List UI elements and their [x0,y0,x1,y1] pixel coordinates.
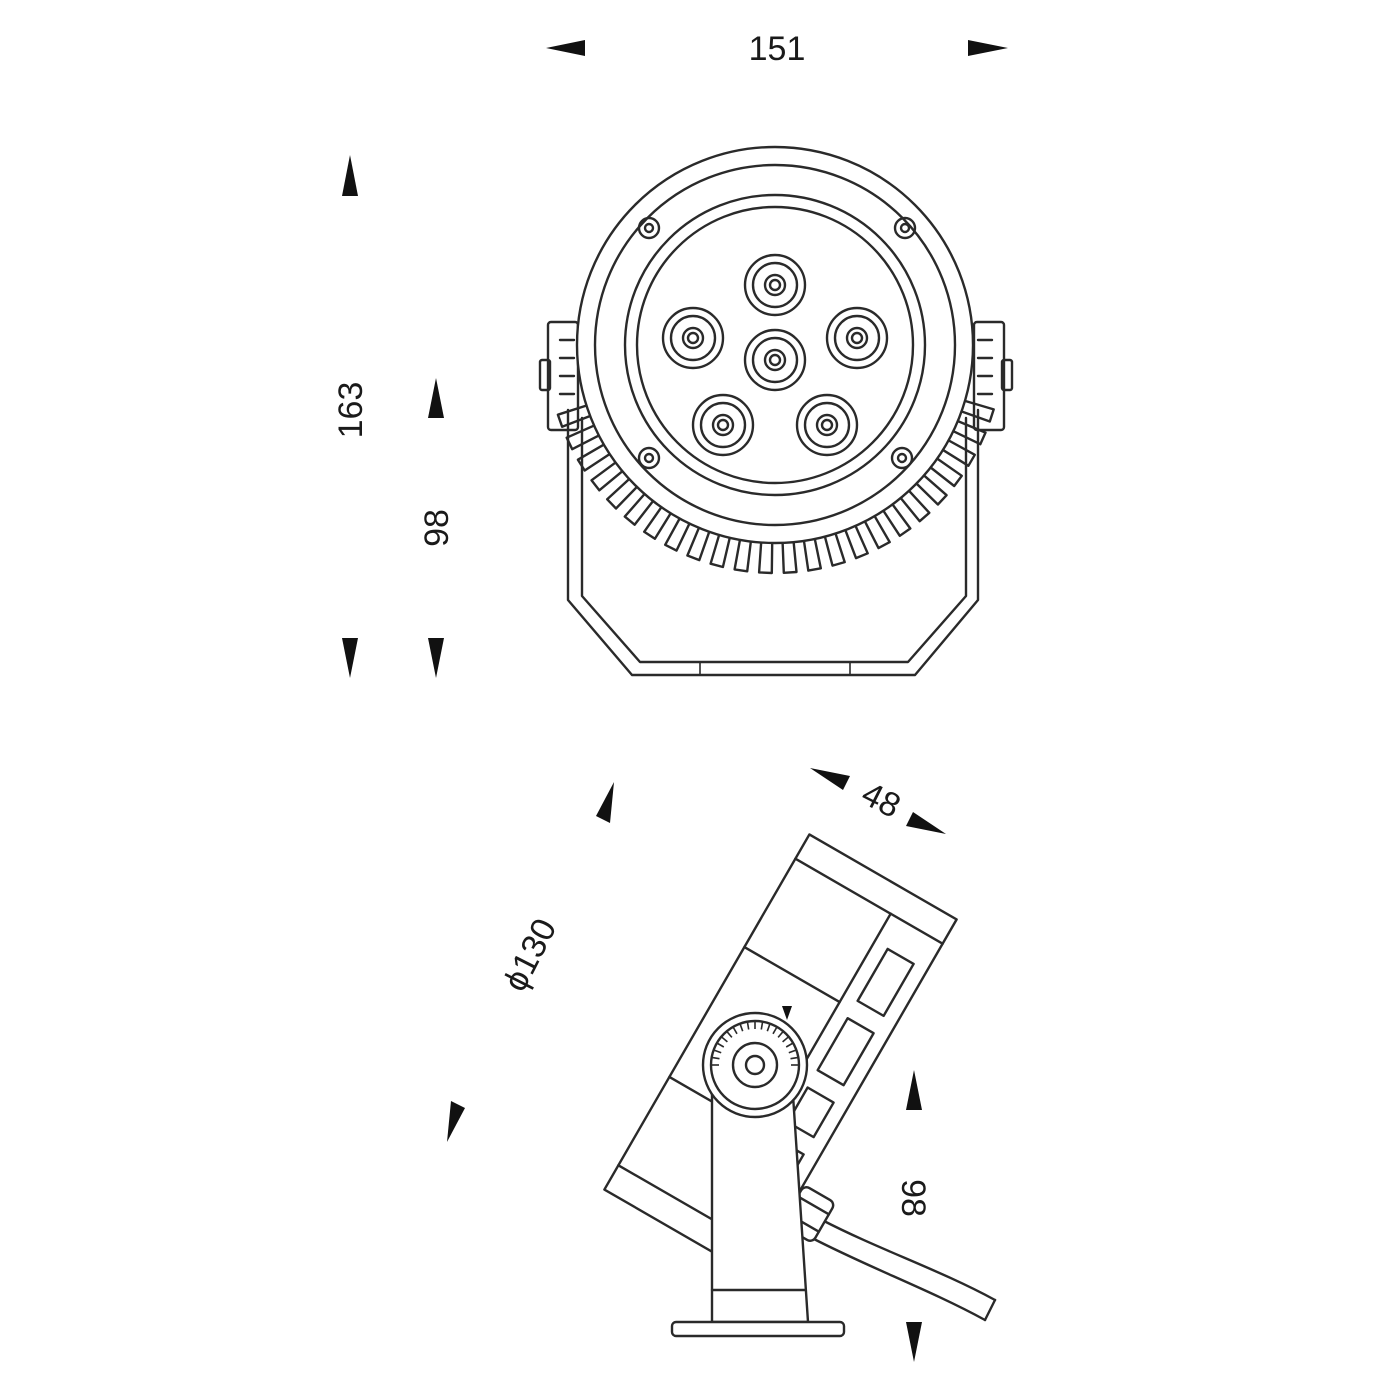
fin [623,486,660,526]
dim-163-arrow-top [342,155,358,196]
outer-housing [575,145,975,545]
heatsink-fins [556,397,995,575]
left-side-plate [546,320,580,432]
tilt-pivot [701,1006,809,1119]
housing-ring [593,163,957,527]
angle-tick [760,1021,764,1030]
angle-tick [739,1023,744,1032]
led-4 [743,328,807,392]
angle-tick [785,1042,794,1048]
fin [801,529,822,572]
fin [733,530,753,573]
fin [590,456,630,492]
angle-tick [720,1036,728,1043]
led-3 [825,306,889,370]
fin [821,524,846,567]
fin [576,439,618,472]
front-bracket [566,408,980,677]
dim-151-arrow-right [968,40,1008,56]
led-1 [743,253,807,317]
fin [565,421,608,451]
lens-bezel [623,193,927,497]
dim-151-arrow-left [546,40,585,56]
angle-tick [726,1030,733,1038]
fin [757,533,774,575]
angle-tick [782,1036,790,1043]
fin [860,508,891,550]
angle-tick [790,1056,799,1060]
front-bracket-inner [580,416,968,664]
lens-inner [635,205,915,485]
dim-98-side-arrow-top [906,1070,922,1110]
angle-tick [746,1021,750,1030]
fin [894,483,931,523]
dim-130-arrow-top [596,782,614,823]
angle-tick [716,1042,725,1048]
cable [820,1218,997,1302]
dim-163-arrow-bottom [342,638,358,678]
stand-base [670,1320,846,1338]
fin [841,517,869,560]
dim-130-arrow-bottom [447,1101,465,1142]
angle-tick [788,1049,797,1054]
fin [909,469,948,506]
led-6 [795,393,859,457]
dim-98-arrow-top [428,378,444,418]
led-2 [661,306,725,370]
angle-tick [766,1023,771,1032]
fin [643,499,677,540]
dim-48-label: 48 [856,775,907,826]
screws [637,216,917,470]
front-view [538,145,1014,677]
fin [923,452,963,488]
dim-163-label: 163 [332,382,370,439]
fin [664,510,695,552]
side-view [603,833,997,1338]
dim-130-label: ϕ130 [496,913,564,998]
fin [952,397,995,423]
angle-tick [777,1030,784,1038]
dim-98-label: 98 [418,509,456,547]
dim-98-side-label: 98 [894,1179,932,1217]
right-side-plate [972,320,1006,432]
angle-tick [711,1056,720,1060]
fin [877,496,912,537]
angle-scale [711,1021,799,1066]
led-array [661,253,889,457]
fin [686,519,714,562]
fin [709,526,733,569]
fin [556,401,599,428]
angle-tick [713,1049,722,1054]
angle-tick [732,1026,738,1035]
fin [944,416,987,446]
dim-48-arrow-left [810,768,850,790]
dim-98-arrow-bottom [428,638,444,678]
dim-48-arrow-right [906,812,946,834]
angle-tick [772,1026,778,1035]
fin [606,472,644,510]
fin [934,435,976,467]
led-5 [691,393,755,457]
dim-98-side-arrow-bottom [906,1322,922,1362]
dim-151-label: 151 [749,30,806,68]
fin [781,533,798,574]
